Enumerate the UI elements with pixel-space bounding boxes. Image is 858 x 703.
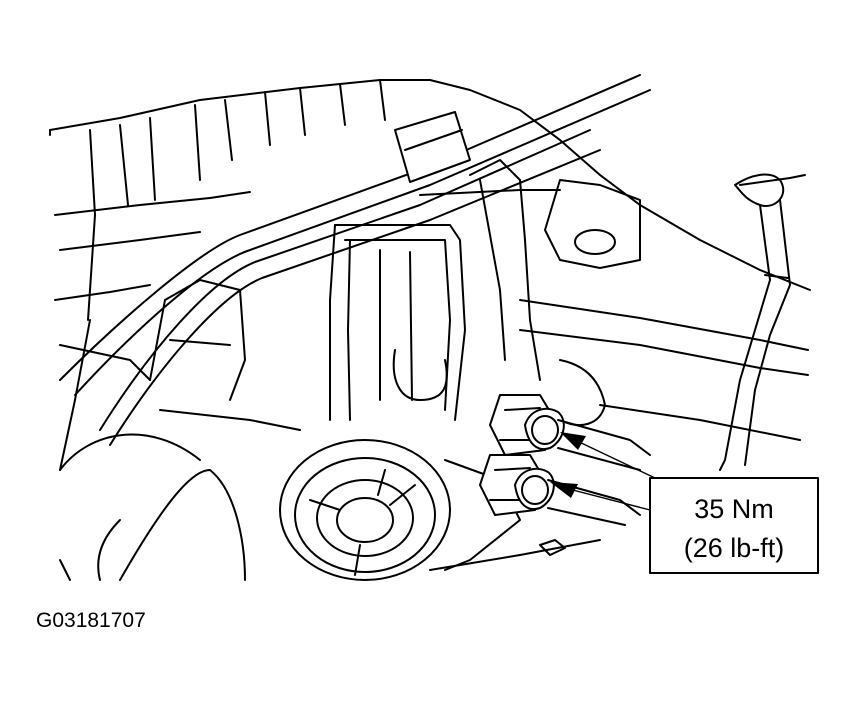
torque-callout: 35 Nm (26 lb-ft): [649, 477, 819, 574]
tube-fitting-lower: [479, 454, 641, 526]
leader-arrows: [550, 432, 656, 511]
figure-id: G03181707: [36, 609, 146, 632]
tube-fitting-upper: [489, 394, 651, 471]
transmission-case: [49, 79, 811, 581]
torque-value-nm: 35 Nm: [694, 494, 774, 524]
cooler-lines: [59, 74, 806, 471]
torque-value-lbft: (26 lb-ft): [684, 533, 785, 563]
